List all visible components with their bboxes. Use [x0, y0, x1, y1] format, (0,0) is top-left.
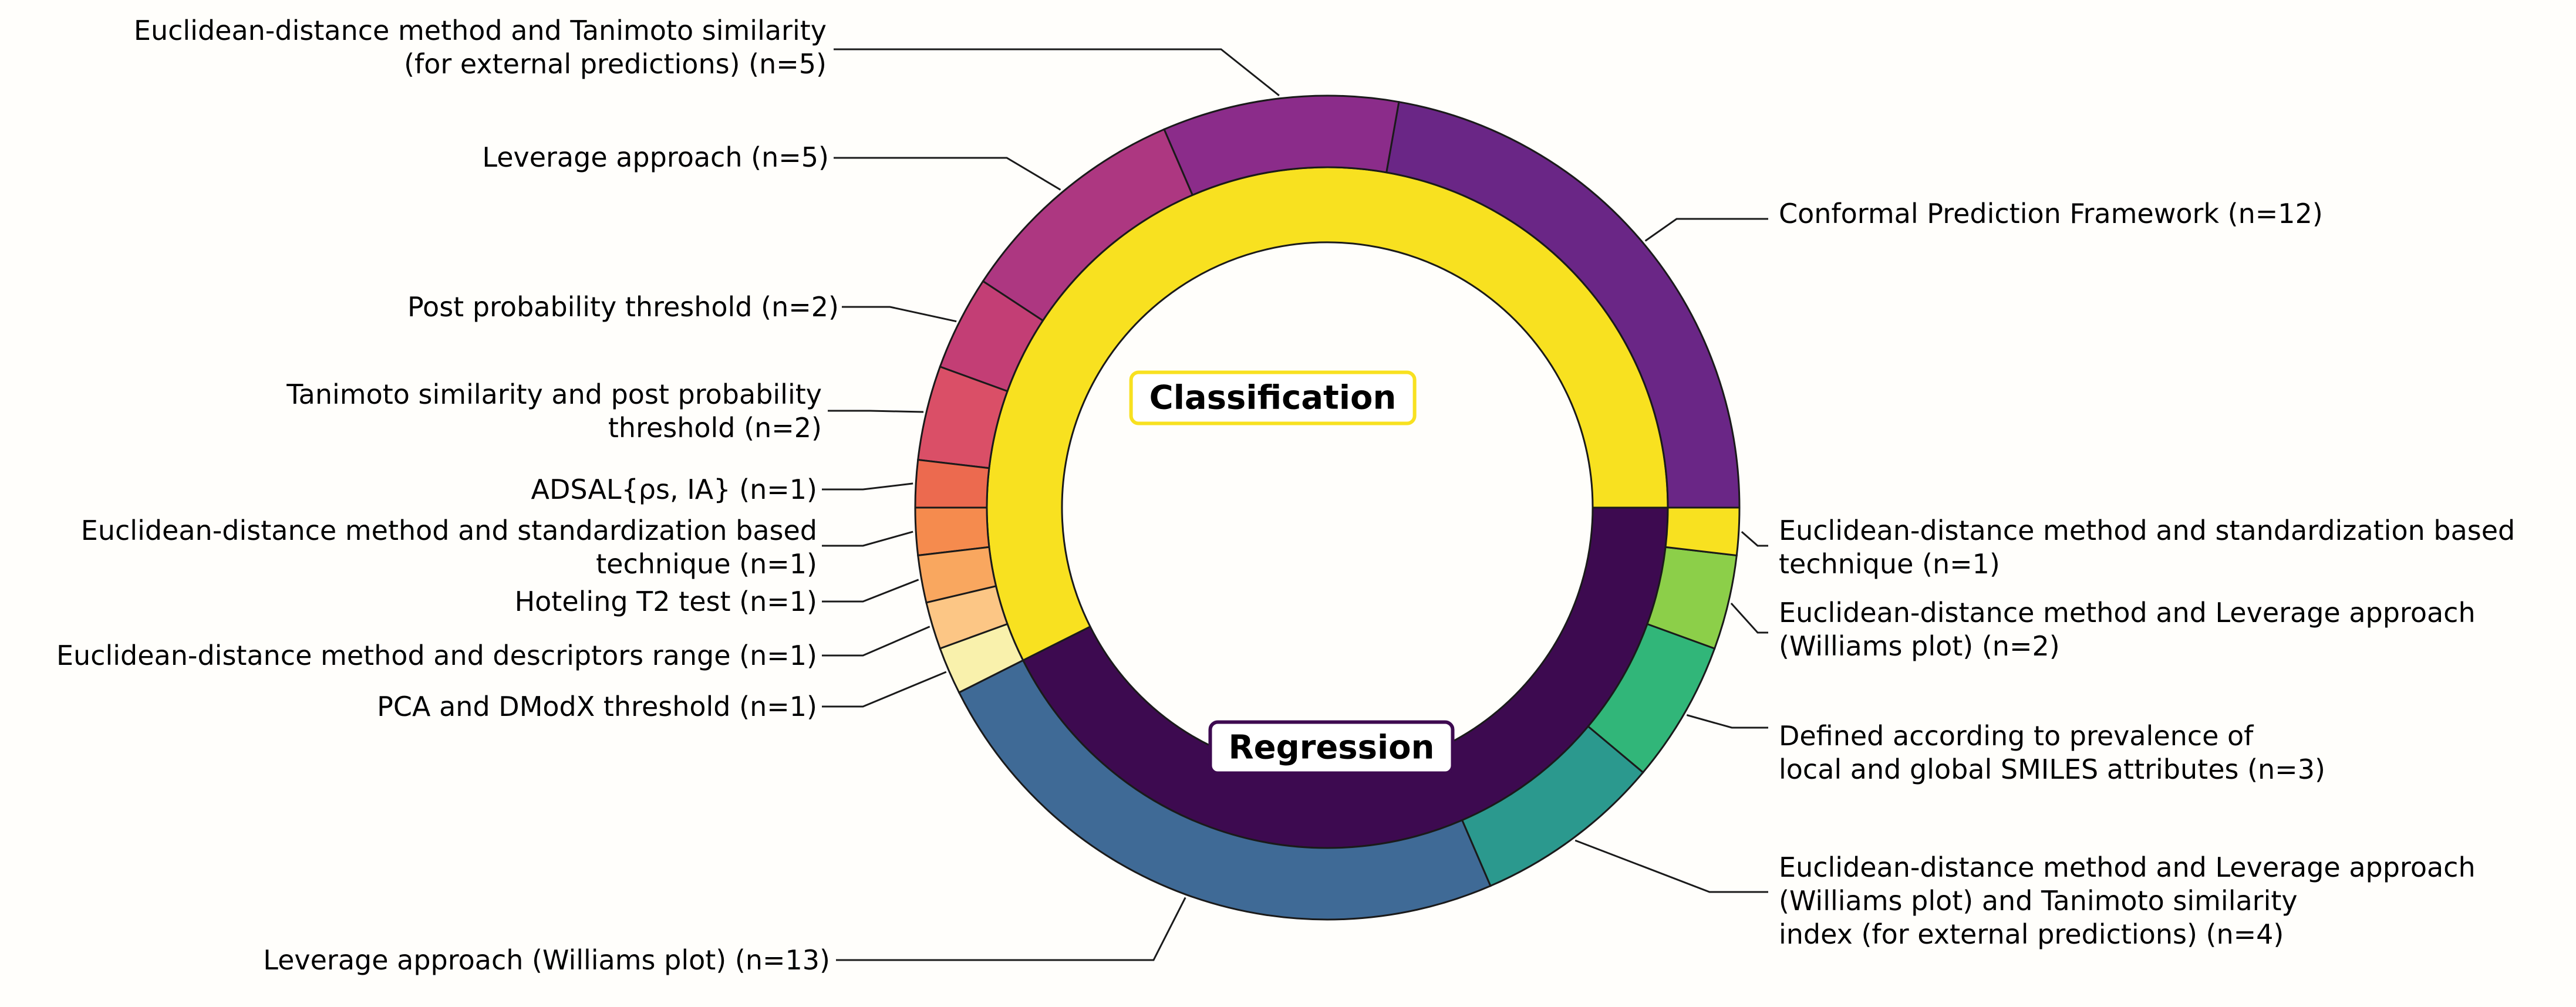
callout-euclidean-leverage-williams: Euclidean-distance method and Leverage a… [1779, 597, 2476, 662]
callout-smiles-attributes: Defined according to prevalence of local… [1779, 720, 2325, 785]
outer-segment-10 [957, 659, 1492, 921]
outer-segment-5 [914, 458, 990, 509]
leader-line-14 [1741, 530, 1768, 547]
callout-tanimoto-post-probability: Tanimoto similarity and post probability… [286, 379, 822, 444]
leader-line-6 [822, 530, 913, 547]
callout-leverage-approach: Leverage approach (n=5) [482, 141, 829, 173]
leader-line-5 [822, 482, 913, 491]
leader-line-3 [842, 306, 957, 323]
outer-segment-14 [1664, 506, 1741, 557]
callout-leverage-williams-plot: Leverage approach (Williams plot) (n=13) [263, 944, 830, 976]
callout-post-probability-threshold: Post probability threshold (n=2) [407, 291, 839, 323]
leader-line-4 [828, 410, 924, 413]
callout-euclidean-standardization-classification: Euclidean-distance method and standardiz… [80, 515, 817, 580]
leader-line-13 [1730, 602, 1768, 634]
leader-line-10 [836, 897, 1186, 961]
leader-line-11 [1574, 839, 1768, 893]
callout-hoteling-t2-test: Hoteling T2 test (n=1) [514, 586, 817, 617]
inner-label-regression: Regression [1208, 720, 1455, 775]
callout-euclidean-standardization-regression: Euclidean-distance method and standardiz… [1779, 515, 2516, 580]
leader-line-0 [1644, 218, 1768, 242]
leader-line-12 [1686, 714, 1768, 729]
callout-euclidean-leverage-tanimoto: Euclidean-distance method and Leverage a… [1779, 851, 2476, 950]
inner-label-classification: Classification [1129, 370, 1417, 425]
callout-adsal: ADSAL{ρs, IA} (n=1) [531, 474, 818, 505]
leader-line-8 [822, 626, 930, 657]
callout-pca-dmodx-threshold: PCA and DModX threshold (n=1) [377, 691, 817, 722]
leader-line-2 [834, 157, 1061, 191]
callout-euclidean-descriptors-range: Euclidean-distance method and descriptor… [56, 640, 817, 671]
leader-line-9 [822, 671, 947, 708]
leader-line-7 [822, 579, 919, 603]
leader-line-1 [834, 48, 1280, 96]
callout-conformal-prediction-framework: Conformal Prediction Framework (n=12) [1779, 198, 2323, 229]
callout-euclidean-tanimoto-external: Euclidean-distance method and Tanimoto s… [133, 15, 827, 80]
